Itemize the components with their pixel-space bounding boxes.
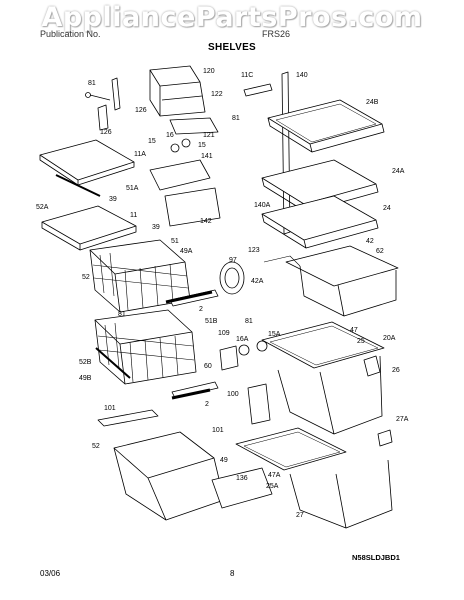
callout-25a: 25A <box>266 483 279 490</box>
top-bin <box>149 65 201 87</box>
callout-27: 27 <box>296 512 304 519</box>
footer-date: 03/06 <box>40 569 61 578</box>
callout-47: 47 <box>350 327 358 334</box>
callout-52-b: 52 <box>92 443 100 450</box>
wire-basket-lower <box>94 309 193 345</box>
callout-81-top: 81 <box>88 80 96 87</box>
callout-15: 15 <box>148 138 156 145</box>
callout-11c: 11C <box>241 72 253 79</box>
callout-15-b: 15 <box>198 142 206 149</box>
callout-16: 16 <box>166 132 174 139</box>
callout-24a: 24A <box>392 168 405 175</box>
bracket-rail <box>111 77 121 111</box>
shelf-11a <box>39 139 135 181</box>
callout-16a: 16A <box>236 336 249 343</box>
model-label: FRS26 <box>262 29 291 39</box>
pin-rod <box>97 104 109 131</box>
callout-49a: 49A <box>180 248 193 255</box>
page-title: SHELVES <box>207 42 257 53</box>
callout-126: 126 <box>135 107 147 114</box>
callout-141: 141 <box>201 153 213 160</box>
callout-126-b: 126 <box>100 129 112 136</box>
wire-basket-upper <box>89 239 186 275</box>
callout-24: 24 <box>383 205 391 212</box>
callout-11: 11 <box>130 212 137 219</box>
callout-26: 26 <box>392 367 400 374</box>
callout-101: 101 <box>104 405 116 412</box>
callout-60: 60 <box>204 363 212 370</box>
callout-39: 39 <box>109 196 117 203</box>
publication-label: Publication No. <box>40 29 101 39</box>
callout-101-b: 101 <box>212 427 224 434</box>
callout-62: 62 <box>376 248 384 255</box>
bin-49 <box>113 431 215 479</box>
callout-142: 142 <box>200 218 212 225</box>
callout-24b: 24B <box>366 99 379 106</box>
callout-97: 97 <box>229 257 237 264</box>
callout-42: 42 <box>366 238 374 245</box>
callout-47a: 47A <box>268 472 281 479</box>
callout-25: 25 <box>357 338 365 345</box>
callout-52: 52 <box>82 274 90 281</box>
pan-62 <box>285 245 399 287</box>
flipper-142 <box>164 187 221 227</box>
crisper-cover-47 <box>261 321 385 369</box>
callout-49b: 49B <box>79 375 92 382</box>
callout-51: 51 <box>171 238 179 245</box>
humidity-control-97 <box>219 261 245 295</box>
footer-page-number: 8 <box>230 569 235 578</box>
callout-42a: 42A <box>251 278 264 285</box>
callout-81-d: 81 <box>118 311 126 318</box>
callout-39-b: 39 <box>152 224 160 231</box>
callout-52b: 52B <box>79 359 92 366</box>
callout-81-c: 81 <box>245 318 253 325</box>
callout-100: 100 <box>227 391 239 398</box>
callout-27a: 27A <box>396 416 409 423</box>
callout-140: 140 <box>296 72 308 79</box>
callout-109: 109 <box>218 330 230 337</box>
callout-2: 2 <box>199 306 203 313</box>
callout-121: 121 <box>203 132 215 139</box>
callout-123: 123 <box>248 247 260 254</box>
part-136 <box>211 467 273 509</box>
callout-15a: 15A <box>268 331 281 338</box>
callout-11a: 11A <box>134 151 146 158</box>
callout-136: 136 <box>236 475 248 482</box>
callout-81-b: 81 <box>232 115 240 122</box>
watermark: AppliancePartsPros.com <box>41 2 423 33</box>
callout-2-b: 2 <box>205 401 209 408</box>
callout-49: 49 <box>220 457 228 464</box>
callout-52a: 52A <box>36 204 49 211</box>
callout-140a: 140A <box>254 202 271 209</box>
callout-122: 122 <box>211 91 223 98</box>
diagram-reference: N58SLDJBD1 <box>352 553 400 562</box>
crisper-cover-25a <box>235 427 347 471</box>
shelf-11 <box>41 205 137 245</box>
callout-51b: 51B <box>205 318 218 325</box>
callout-labels: 81 126 120 11C 140 122 81 126 121 16 15 … <box>36 68 409 562</box>
callout-120: 120 <box>203 68 215 75</box>
callout-20a: 20A <box>383 335 396 342</box>
callout-51a: 51A <box>126 185 139 192</box>
